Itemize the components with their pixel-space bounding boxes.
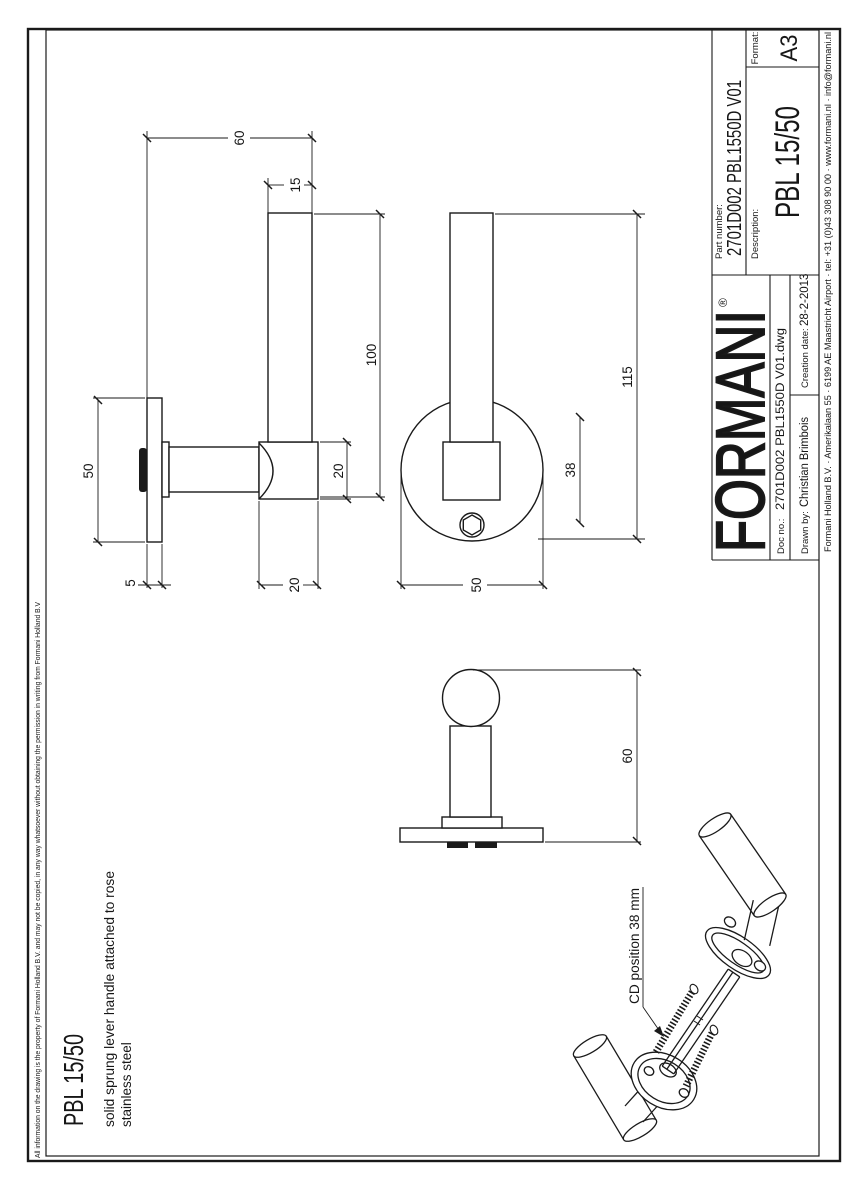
- side-view-dimensions: [93, 131, 385, 590]
- format-value: A3: [776, 35, 803, 62]
- fixing-lug-1: [447, 842, 468, 848]
- title-block: FORMANI ® Part number: 2701D002 PBL1550D…: [701, 30, 819, 561]
- hex-socket-screw: [462, 514, 482, 536]
- spring-housing: [139, 448, 147, 492]
- dim-bend-width: 20: [331, 463, 346, 478]
- outer-border: [26, 27, 842, 1163]
- fixing-stud-2: [753, 960, 767, 972]
- top-view-dimensions: [473, 667, 642, 846]
- drawn-by-label: Drawn by:: [800, 511, 811, 554]
- drawn-by-value: Christian Brimbois: [799, 417, 811, 507]
- lower-grip-endcap: [572, 1034, 608, 1058]
- creation-date-value: 28-2-2013: [799, 274, 811, 326]
- format-label: Format:: [750, 32, 761, 65]
- description-label: Description:: [750, 209, 761, 259]
- part-number-value: 2701D002 PBL1550D V01: [724, 80, 746, 256]
- fixing-lug-2: [475, 842, 497, 848]
- cd-position-text: CD position 38 mm: [627, 888, 642, 1004]
- rose-collar-side: [161, 441, 170, 498]
- part-number-label: Part number:: [714, 204, 725, 259]
- grip-end-top: [441, 668, 501, 728]
- description-value: PBL 15/50: [769, 106, 807, 218]
- doc-no-label: Doc no.:: [776, 519, 787, 554]
- upper-grip-endcap: [698, 812, 732, 838]
- upper-grip-base: [753, 892, 787, 918]
- handle-bend-side: [258, 441, 319, 500]
- dim-grip-dia: 15: [288, 177, 303, 192]
- leader-arrowhead: [654, 1026, 664, 1037]
- product-heading: PBL 15/50 solid sprung lever handle atta…: [58, 871, 134, 1127]
- isometric-view: [572, 812, 787, 1142]
- rose-plate-side: [146, 397, 163, 543]
- creation-date-label: Creation date:: [800, 328, 811, 388]
- dim-total-length: 115: [620, 366, 635, 388]
- disclaimer-text: All information on the drawing is the pr…: [35, 602, 42, 1158]
- fixing-stud-1: [723, 916, 737, 928]
- spindle: [661, 968, 741, 1075]
- top-view: [399, 668, 544, 848]
- front-view: [400, 212, 544, 542]
- product-description-line1: solid sprung lever handle attached to ro…: [102, 871, 117, 1127]
- product-description-line2: stainless steel: [119, 1042, 134, 1127]
- handle-bend-front: [442, 441, 501, 501]
- doc-no-value: 2701D002 PBL1550D V01.dwg: [775, 328, 787, 510]
- rose-edge-top: [399, 827, 544, 843]
- contact-line: Formani Holland B.V. · Amerikalaan 55 · …: [823, 32, 834, 552]
- mounting-bolts: [652, 983, 719, 1088]
- dim-rose-thickness: 5: [123, 579, 138, 587]
- neck-top: [449, 725, 492, 818]
- handle-grip-front: [449, 212, 494, 443]
- dim-rose-dia: 50: [81, 463, 96, 478]
- formani-logo: FORMANI: [702, 310, 779, 552]
- front-view-dimensions: [396, 209, 645, 590]
- dim-projection-top: 60: [620, 748, 635, 763]
- handle-grip-side: [267, 212, 313, 443]
- sheet-borders: [26, 27, 842, 1163]
- formani-logo-registered-mark: ®: [716, 298, 730, 307]
- cd-position-note: CD position 38 mm: [627, 887, 664, 1037]
- dim-neck-height: 20: [287, 577, 302, 592]
- collar-top: [441, 816, 503, 829]
- dim-grip-length: 100: [364, 344, 379, 367]
- inner-frame: [45, 29, 820, 1157]
- side-view-dim-texts: 60 15 50 100 20 5 20: [81, 130, 379, 592]
- handle-neck-side: [168, 446, 260, 493]
- side-view: [139, 212, 319, 543]
- dim-cd-position: 38: [563, 462, 578, 477]
- dim-projection: 60: [232, 130, 247, 145]
- front-view-dim-texts: 115 38 50: [469, 366, 635, 592]
- title-block-lines: [711, 30, 819, 561]
- lower-grip-base: [622, 1118, 658, 1142]
- grip-fillet: [258, 442, 274, 500]
- product-code: PBL 15/50: [58, 1034, 89, 1126]
- dim-rose-dia-front: 50: [469, 577, 484, 592]
